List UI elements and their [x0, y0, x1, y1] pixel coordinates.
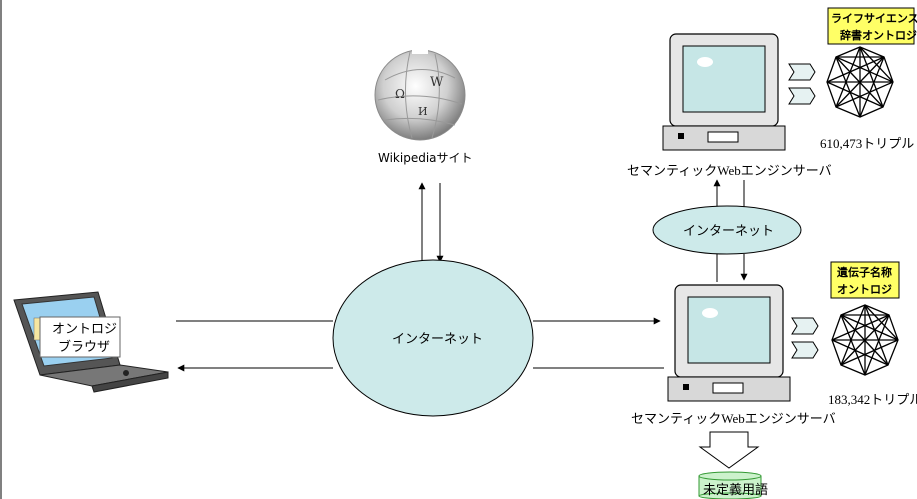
- database-cylinder-icon: [698, 471, 762, 499]
- ontology-graph-top-icon: [826, 46, 894, 118]
- server-bottom-db-link-icon: [791, 317, 819, 359]
- svg-text:Ω: Ω: [395, 87, 405, 101]
- ontology-bottom-title-line2: オントロジ: [837, 283, 892, 296]
- ontology-bottom-title-line1: 遺伝子名称: [836, 265, 892, 279]
- ontology-graph-bottom-icon: [831, 304, 899, 376]
- internet-small-label: インターネット: [683, 223, 774, 238]
- client-label-line2: ブラウザ: [58, 339, 110, 354]
- server-top-label: セマンティックWebエンジンサーバ: [627, 163, 832, 178]
- client-label-box: [39, 316, 121, 358]
- internet-cloud-main: [332, 259, 534, 417]
- output-db-label: 未定義用語: [703, 482, 768, 497]
- wikipedia-globe-icon: Ω W И: [374, 40, 466, 141]
- server-top-db-link-icon: [788, 63, 816, 105]
- down-block-arrow-icon: [698, 431, 760, 469]
- svg-text:W: W: [430, 75, 444, 90]
- server-bottom-triples: 183,342トリプル: [828, 392, 917, 407]
- ontology-top-title-box: [827, 7, 915, 45]
- server-bottom-label: セマンティックWebエンジンサーバ: [631, 411, 836, 426]
- client-label-line1: オントロジ: [52, 321, 117, 336]
- ontology-top-title-line2: 辞書オントロジ: [840, 28, 917, 42]
- ontology-top-title-line1: ライフサイエンス: [831, 12, 917, 25]
- server-top-computer-icon: [662, 33, 786, 151]
- internet-main-label: インターネット: [392, 331, 483, 346]
- svg-text:И: И: [418, 105, 428, 118]
- ontology-bottom-title-box: [830, 261, 900, 299]
- server-top-triples: 610,473トリプル: [820, 136, 914, 151]
- wikipedia-label: Wikipediaサイト: [378, 151, 473, 165]
- internet-cloud-small: [652, 205, 802, 255]
- server-bottom-computer-icon: [667, 284, 791, 402]
